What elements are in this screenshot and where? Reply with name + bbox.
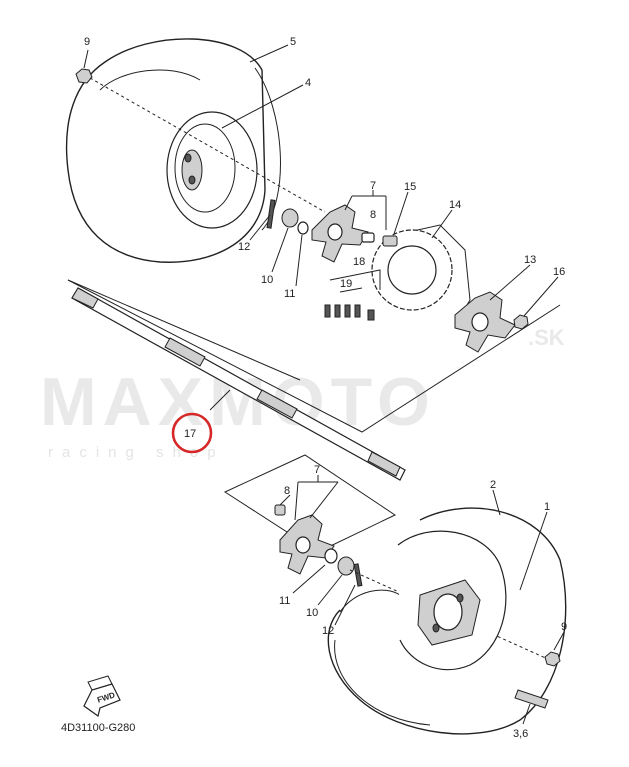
axle-assembly bbox=[67, 279, 561, 481]
right-hub-assembly bbox=[454, 291, 529, 353]
lower-pin-12 bbox=[353, 563, 363, 587]
sprocket-14-inner bbox=[387, 245, 437, 295]
upper-hub-center bbox=[327, 223, 343, 241]
lower-tire-lower bbox=[334, 639, 431, 726]
bolt-15 bbox=[382, 235, 398, 247]
lower-nut-10 bbox=[337, 556, 355, 576]
fwd-indicator: FWD bbox=[83, 675, 121, 718]
upper-tire-outline bbox=[65, 38, 266, 263]
lower-hub-stud bbox=[456, 593, 464, 603]
callout-10-top: 10 bbox=[261, 274, 273, 286]
lower-hub-assembly bbox=[223, 454, 551, 661]
lower-washer-11 bbox=[324, 548, 338, 564]
lower-bolt-8 bbox=[274, 504, 286, 516]
upper-nut-9 bbox=[75, 68, 93, 84]
upper-hub-stud bbox=[184, 153, 192, 163]
upper-wheel-assembly bbox=[65, 38, 326, 263]
bracket-19 bbox=[339, 287, 363, 293]
chain-bolt bbox=[324, 304, 331, 318]
stud-3-6 bbox=[514, 689, 549, 709]
callout-11-top: 11 bbox=[284, 288, 295, 300]
fwd-arrow-top bbox=[87, 675, 113, 691]
callout-17: 17 bbox=[184, 428, 196, 440]
callout-15: 15 bbox=[404, 181, 416, 193]
upper-rim bbox=[166, 111, 258, 229]
lower-tire-outline bbox=[327, 507, 567, 735]
upper-rim-inner bbox=[174, 123, 236, 213]
sprocket-assembly bbox=[324, 224, 471, 326]
axle-frame-line bbox=[67, 279, 561, 433]
callout-9-top: 9 bbox=[84, 36, 90, 48]
chain-bolt bbox=[367, 309, 375, 321]
upper-tire-side bbox=[254, 67, 281, 231]
watermark-tagline: racing shop bbox=[48, 444, 225, 461]
axle-spline bbox=[256, 389, 298, 419]
highlight-circle-17 bbox=[171, 412, 213, 454]
callout-7-bottom: 7 bbox=[314, 464, 320, 476]
callout-8-top: 8 bbox=[370, 209, 376, 221]
upper-washer-11 bbox=[297, 221, 309, 235]
lower-rim-center bbox=[433, 593, 463, 631]
upper-tire-tread-line bbox=[99, 69, 201, 91]
callout-3-6: 3,6 bbox=[513, 728, 528, 740]
lower-tire-front bbox=[339, 589, 401, 613]
axle-spline bbox=[164, 337, 206, 367]
hub-13-center bbox=[471, 312, 489, 332]
callout-2: 2 bbox=[490, 479, 496, 491]
chain-bolt bbox=[344, 304, 351, 318]
upper-bolt-8 bbox=[361, 232, 375, 243]
callout-4: 4 bbox=[305, 77, 311, 89]
axle-frame-left bbox=[67, 279, 301, 381]
lower-wheel-assembly bbox=[327, 507, 567, 735]
callout-12-bottom: 12 bbox=[322, 625, 334, 637]
watermark: MAXMOTO .SK racing shop bbox=[40, 325, 565, 461]
callout-14: 14 bbox=[449, 199, 461, 211]
callout-8-bottom: 8 bbox=[284, 485, 290, 497]
callout-7-top: 7 bbox=[370, 180, 376, 192]
lower-hub-stud bbox=[432, 623, 440, 633]
callout-19: 19 bbox=[340, 278, 352, 290]
callout-1: 1 bbox=[544, 501, 550, 513]
callout-labels: 9 5 4 7 15 14 8 12 10 11 18 19 13 16 17 … bbox=[84, 36, 567, 740]
callout-16: 16 bbox=[553, 266, 565, 278]
upper-hub-assembly bbox=[266, 199, 375, 263]
nut-16 bbox=[513, 314, 529, 330]
callout-13: 13 bbox=[524, 254, 536, 266]
watermark-suffix: .SK bbox=[528, 325, 565, 350]
chain-bolt bbox=[354, 304, 361, 318]
callout-5: 5 bbox=[290, 36, 296, 48]
callout-11-bottom: 11 bbox=[279, 595, 290, 607]
axle-spline-end bbox=[71, 287, 99, 309]
part-code: 4D31100-G280 bbox=[61, 722, 135, 734]
lower-nut-9 bbox=[544, 651, 561, 667]
callout-18: 18 bbox=[353, 256, 365, 268]
upper-hub-stud bbox=[188, 175, 196, 185]
upper-nut-10 bbox=[281, 208, 299, 228]
chain-bolt bbox=[334, 304, 341, 318]
lower-hub-center bbox=[295, 536, 311, 554]
leader-lines bbox=[83, 44, 565, 725]
callout-9-bottom: 9 bbox=[561, 621, 567, 633]
callout-12-top: 12 bbox=[238, 241, 250, 253]
bracket-18 bbox=[329, 269, 381, 290]
watermark-brand: MAXMOTO bbox=[40, 364, 436, 440]
upper-pin-12 bbox=[266, 199, 276, 229]
callout-10-bottom: 10 bbox=[306, 607, 318, 619]
axle-spline-end bbox=[367, 451, 401, 477]
